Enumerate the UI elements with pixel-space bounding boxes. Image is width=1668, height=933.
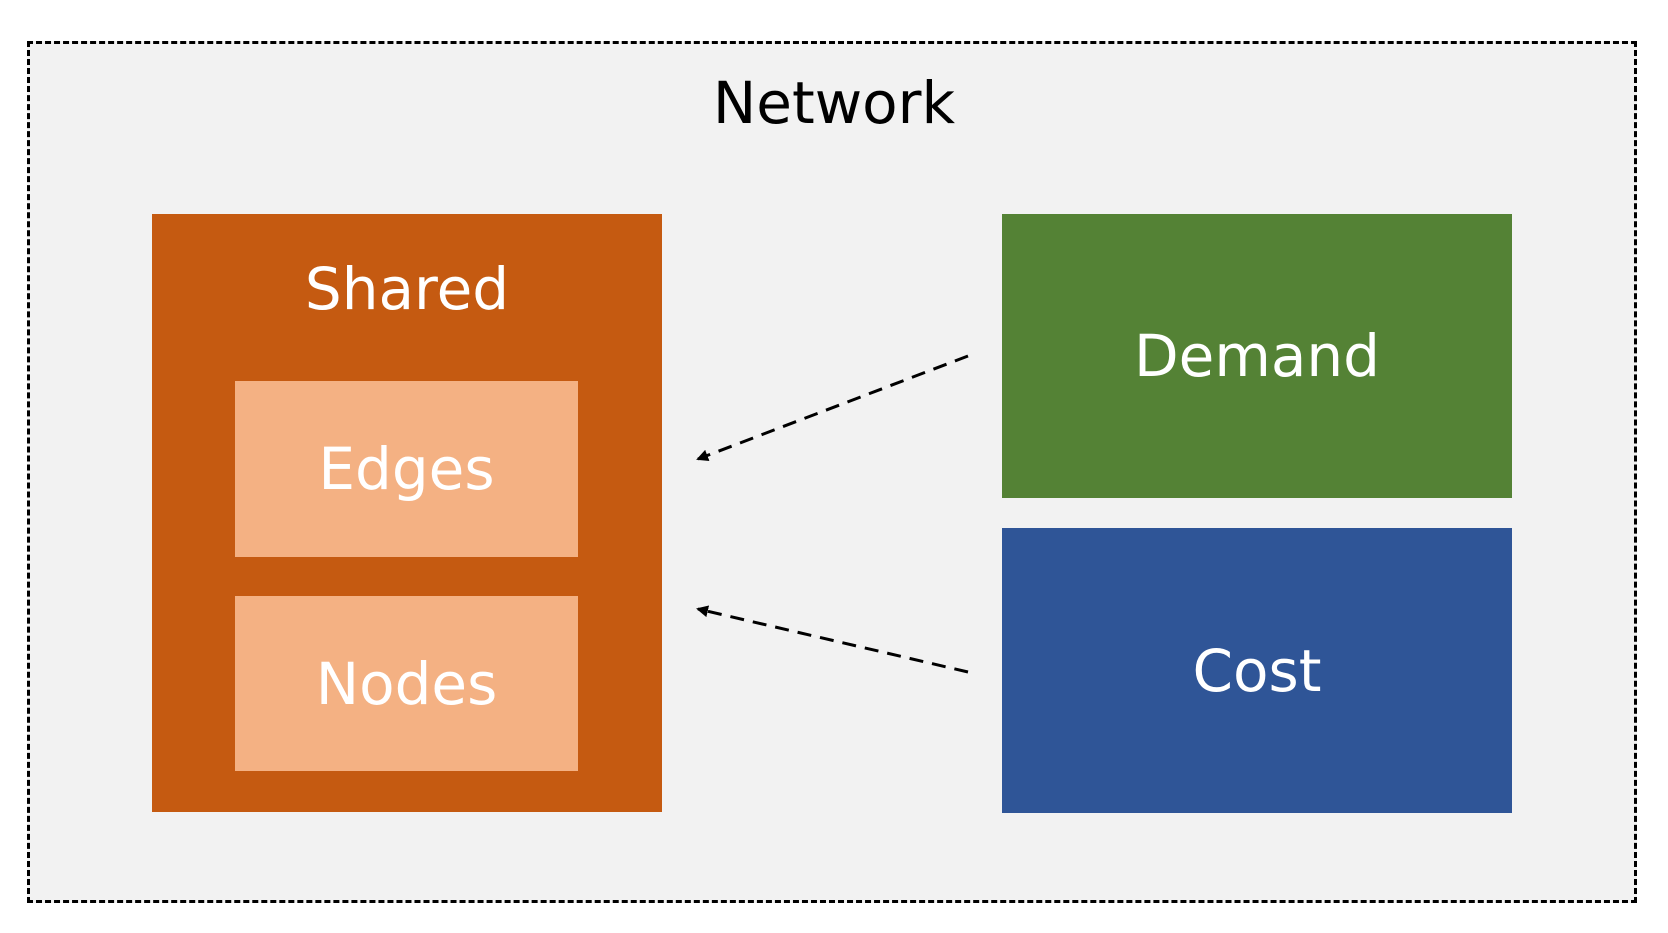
- shared-title: Shared: [304, 255, 510, 323]
- edges-box: Edges: [235, 381, 578, 557]
- cost-box: Cost: [1002, 528, 1512, 813]
- nodes-box: Nodes: [235, 596, 578, 771]
- demand-box: Demand: [1002, 214, 1512, 498]
- network-title: Network: [712, 69, 956, 137]
